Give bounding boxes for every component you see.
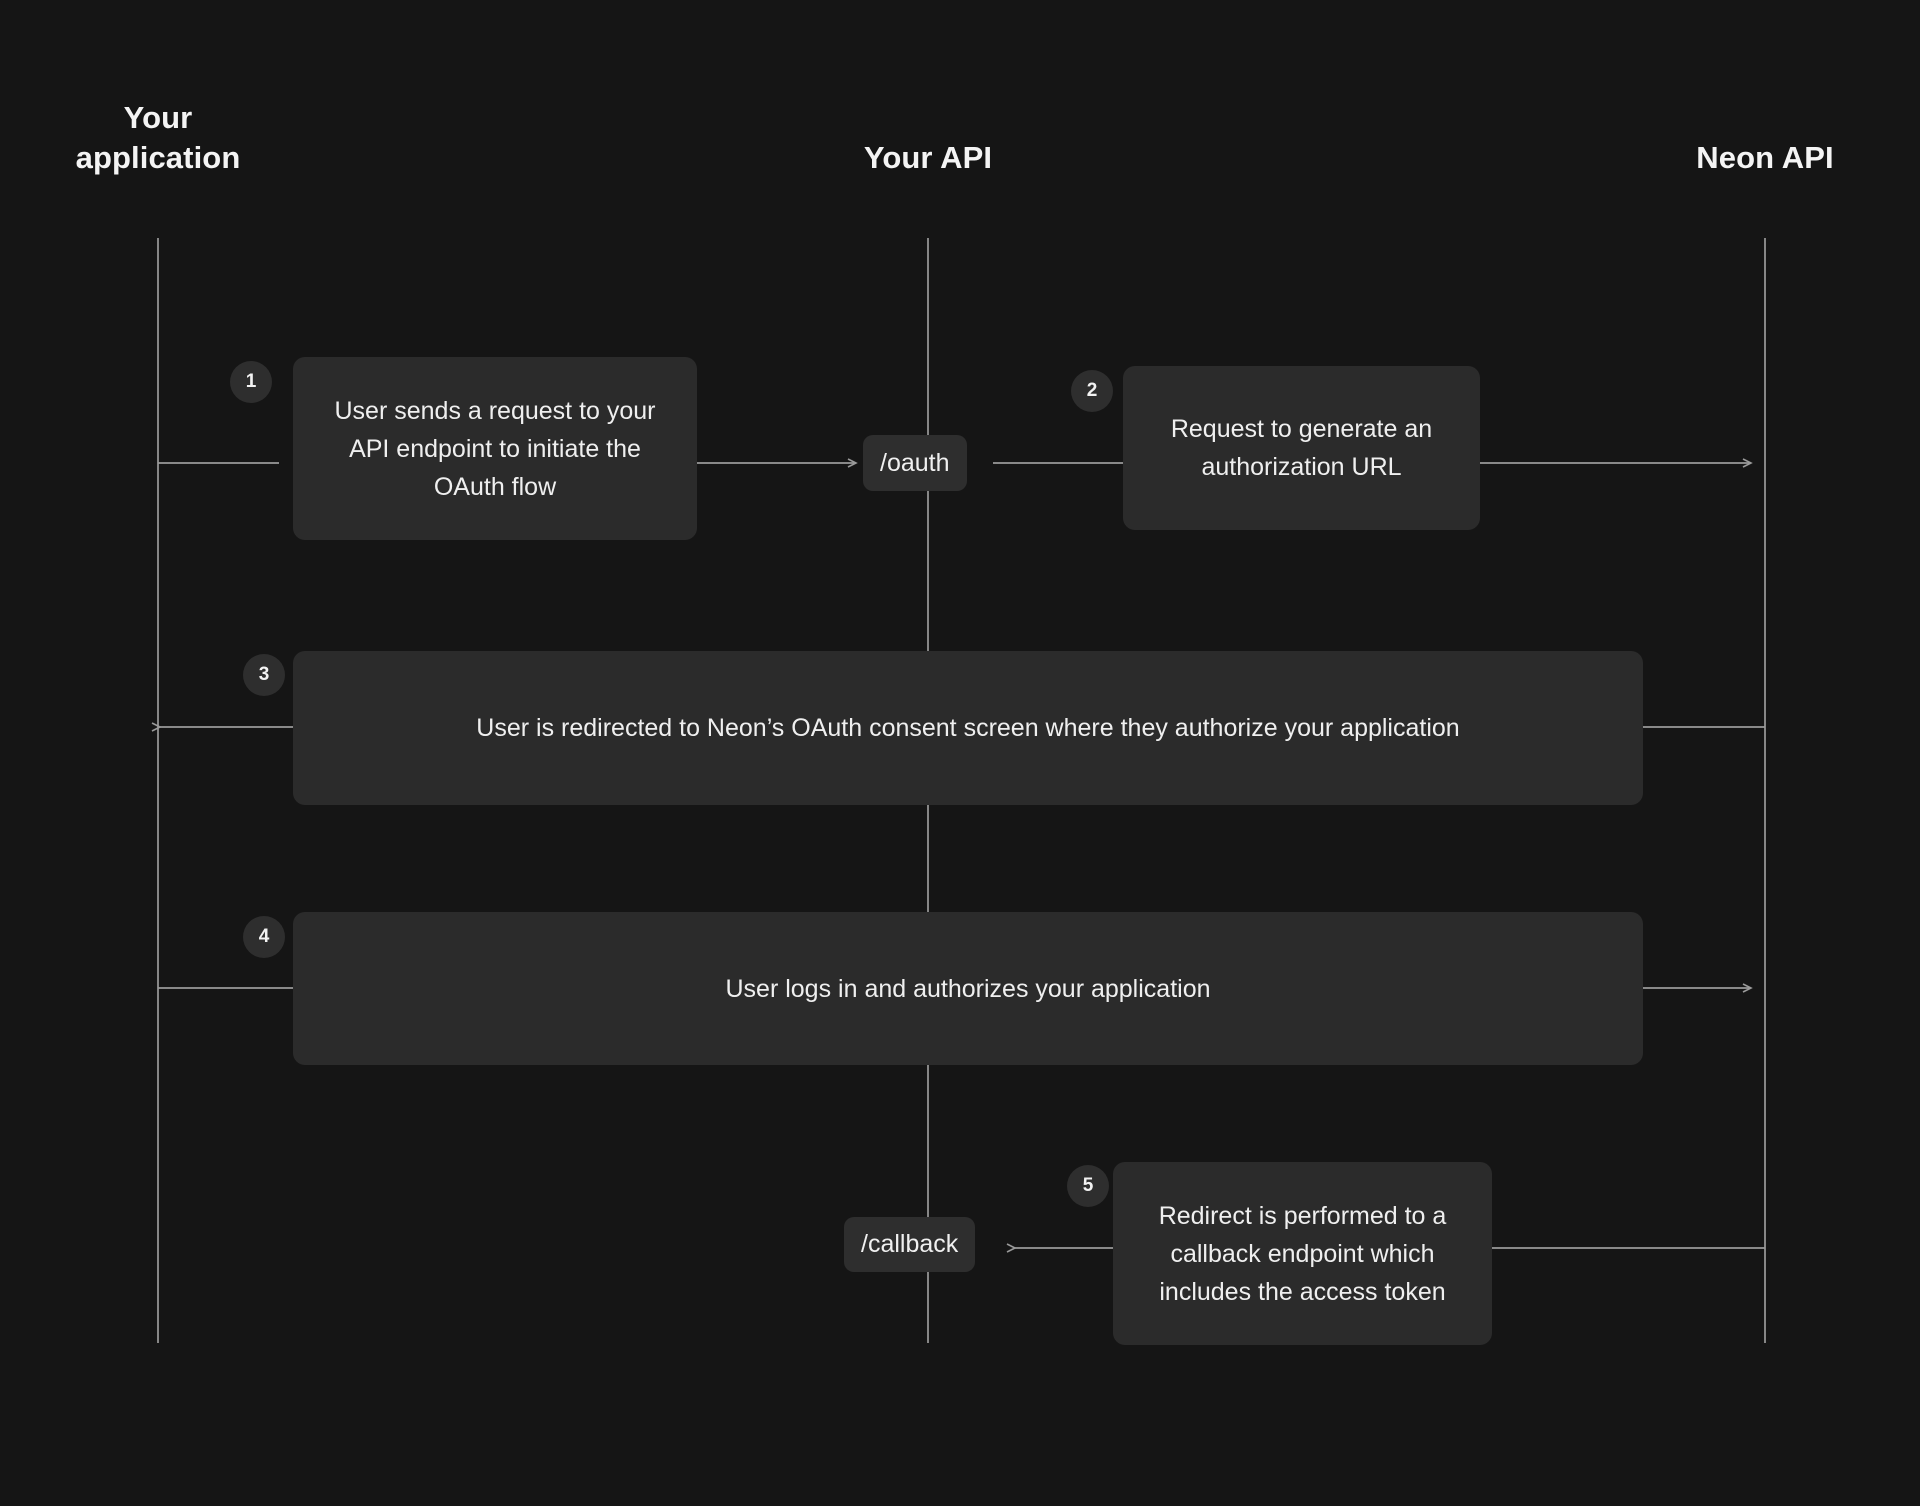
message-box-step-1: User sends a request to your API endpoin… — [293, 357, 697, 540]
message-box-step-2: Request to generate an authorization URL — [1123, 366, 1480, 530]
lane-header-your-application: Your application — [75, 100, 241, 175]
message-text-step-1: User sends a request to your API endpoin… — [334, 396, 656, 501]
step-badge-3: 3 — [243, 654, 285, 696]
message-box-step-3: User is redirected to Neon’s OAuth conse… — [293, 651, 1643, 805]
message-box-step-4: User logs in and authorizes your applica… — [293, 912, 1643, 1065]
lane-header-your-api: Your API — [863, 140, 993, 175]
step-badge-1: 1 — [230, 361, 272, 403]
message-text-step-5: Redirect is performed to a callback endp… — [1158, 1201, 1447, 1306]
message-text-step-3: User is redirected to Neon’s OAuth conse… — [476, 714, 1460, 742]
step-badge-5: 5 — [1067, 1165, 1109, 1207]
lane-header-neon-api: Neon API — [1696, 140, 1834, 175]
endpoint-chip-oauth[interactable]: /oauth — [863, 435, 967, 491]
step-badge-4: 4 — [243, 916, 285, 958]
message-text-step-4: User logs in and authorizes your applica… — [725, 974, 1211, 1003]
step-badge-2: 2 — [1071, 370, 1113, 412]
message-text-step-2: Request to generate an authorization URL — [1170, 415, 1433, 481]
message-box-step-5: Redirect is performed to a callback endp… — [1113, 1162, 1492, 1345]
endpoint-chip-callback[interactable]: /callback — [844, 1217, 976, 1272]
